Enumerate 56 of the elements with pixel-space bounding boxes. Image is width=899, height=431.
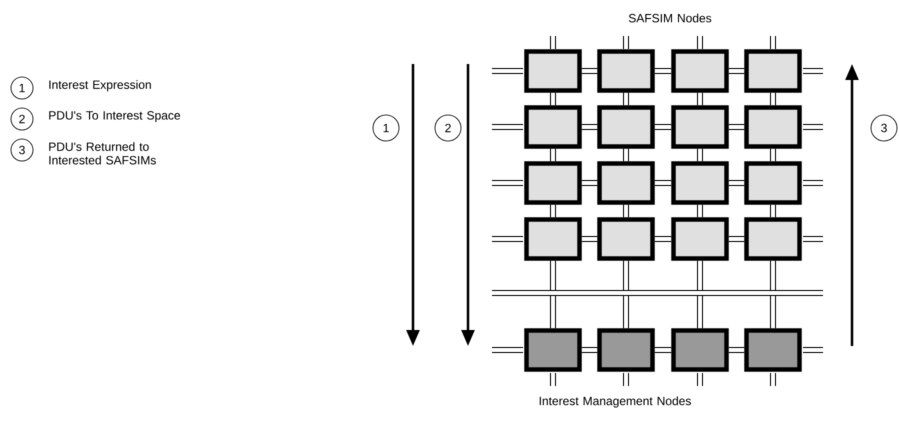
link-line xyxy=(550,260,556,329)
node-box xyxy=(744,49,802,93)
link-line xyxy=(654,236,672,242)
link-line xyxy=(581,236,598,242)
node-box xyxy=(671,49,729,93)
link-line xyxy=(550,204,556,218)
node-box xyxy=(597,105,655,149)
node-box xyxy=(524,161,582,205)
link-line xyxy=(697,260,703,329)
node-box xyxy=(597,328,655,372)
node-box xyxy=(671,161,729,205)
link-line xyxy=(654,68,672,74)
link-line xyxy=(728,124,745,130)
link-line xyxy=(623,92,629,106)
node-box xyxy=(524,328,582,372)
link-line xyxy=(654,124,672,130)
link-line xyxy=(581,347,598,353)
link-line xyxy=(728,236,745,242)
link-line xyxy=(770,204,776,218)
node-box xyxy=(524,49,582,93)
link-line xyxy=(623,148,629,162)
node-box xyxy=(597,217,655,261)
node-box xyxy=(524,105,582,149)
link-line xyxy=(728,347,745,353)
group-label: Interest Management Nodes xyxy=(540,396,691,408)
link-line xyxy=(770,148,776,162)
link-line xyxy=(550,148,556,162)
link-line xyxy=(728,180,745,186)
link-line xyxy=(728,68,745,74)
group-label: SAFSIM Nodes xyxy=(628,14,712,22)
node-box xyxy=(597,161,655,205)
node-box xyxy=(744,217,802,261)
link-line xyxy=(770,92,776,106)
node-box xyxy=(671,217,729,261)
node-box xyxy=(524,217,582,261)
node-box xyxy=(744,161,802,205)
legend-text: PDU's Returned to Interested SAFSIMs xyxy=(49,142,156,164)
link-line xyxy=(581,68,598,74)
link-line xyxy=(654,180,672,186)
legend-text: Interest Expression xyxy=(49,80,151,92)
node-box xyxy=(744,328,802,372)
link-line xyxy=(697,148,703,162)
link-line xyxy=(581,124,598,130)
node-box xyxy=(744,105,802,149)
legend-text: PDU's To Interest Space xyxy=(49,111,180,122)
node-box xyxy=(671,328,729,372)
link-line xyxy=(697,92,703,106)
link-line xyxy=(623,260,629,329)
link-line xyxy=(623,204,629,218)
link-line xyxy=(550,92,556,106)
link-line xyxy=(770,260,776,329)
link-line xyxy=(654,347,672,353)
link-line xyxy=(697,204,703,218)
node-box xyxy=(671,105,729,149)
node-box xyxy=(597,49,655,93)
link-line xyxy=(581,180,598,186)
